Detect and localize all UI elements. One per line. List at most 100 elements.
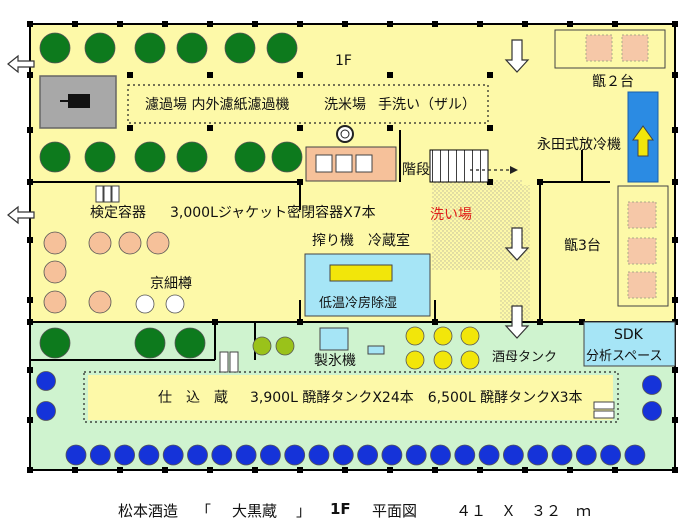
floor-label: 1F bbox=[335, 53, 352, 69]
wall-pillar-icon bbox=[27, 127, 33, 133]
tank-icon bbox=[454, 444, 476, 466]
tank-icon bbox=[118, 231, 142, 255]
sdk-area bbox=[583, 321, 676, 367]
tank-icon bbox=[43, 260, 67, 284]
tank-icon bbox=[187, 444, 208, 466]
trees bbox=[39, 32, 303, 359]
dotted-boundaries bbox=[83, 84, 619, 423]
kyo-taru-label: 京細樽 bbox=[150, 275, 192, 292]
tree-icon bbox=[134, 32, 166, 64]
filter-machine-unit bbox=[68, 94, 90, 108]
tank-icon bbox=[43, 231, 67, 255]
wall-pillar-icon bbox=[432, 467, 438, 473]
tree-icon bbox=[174, 327, 206, 359]
right-stack-1 bbox=[593, 401, 615, 410]
tank-icon bbox=[332, 444, 354, 466]
koshiki3-pot-3 bbox=[627, 271, 657, 299]
wall-pillar-icon bbox=[522, 21, 528, 27]
wall-pillar-icon bbox=[127, 72, 133, 78]
tank-icon bbox=[114, 444, 135, 466]
wall-pillar-icon bbox=[117, 21, 123, 27]
tank-icon bbox=[36, 371, 56, 391]
tree-icon bbox=[39, 327, 71, 359]
tank-icon bbox=[162, 444, 184, 466]
wall-pillar-icon bbox=[162, 21, 168, 27]
well-icon-inner bbox=[340, 129, 350, 139]
outer-wall bbox=[29, 23, 676, 471]
wall-pillar-icon bbox=[27, 467, 33, 473]
tank-icon bbox=[146, 231, 170, 255]
wall-pillar-icon bbox=[72, 467, 78, 473]
wall-pillar-icon bbox=[672, 72, 678, 78]
tank-icon bbox=[600, 444, 621, 466]
wall-pillar-icon bbox=[672, 417, 678, 423]
wall-pillar-icon bbox=[567, 21, 573, 27]
dehumid-label: 低温冷房除湿 bbox=[319, 295, 397, 311]
stair-equipment-cell-1 bbox=[315, 154, 333, 173]
tank-icon bbox=[43, 290, 67, 314]
wall-pillar-icon bbox=[297, 72, 303, 78]
wall-pillar-icon bbox=[487, 179, 493, 185]
tank-icon bbox=[284, 444, 306, 466]
koshiki3-label: 甑3台 bbox=[564, 238, 601, 254]
tank-icon bbox=[357, 444, 379, 466]
wall-pillar-icon bbox=[27, 367, 33, 373]
wall-pillar-icon bbox=[672, 127, 678, 133]
caption-bracket-open: 「 bbox=[196, 502, 212, 520]
tank-icon bbox=[551, 444, 573, 466]
inspection-box-3 bbox=[111, 185, 120, 203]
shubo-tank-label: 酒母タンク bbox=[492, 350, 557, 365]
tree-icon bbox=[224, 32, 256, 64]
caption-size: ４１ Ｘ ３２ ｍ bbox=[456, 502, 592, 520]
tree-icon bbox=[266, 32, 298, 64]
tank-icon bbox=[275, 336, 295, 356]
tree-icon bbox=[134, 141, 166, 173]
tank-icon bbox=[65, 444, 87, 466]
cooler-label: 永田式放冷機 bbox=[537, 137, 621, 153]
tank-icon bbox=[503, 444, 524, 466]
wall-pillar-icon bbox=[342, 467, 348, 473]
wall-pillar-icon bbox=[672, 467, 678, 473]
wall-pillar-icon bbox=[27, 21, 33, 27]
wall-pillar-icon bbox=[522, 467, 528, 473]
wall-pillar-icon bbox=[27, 237, 33, 243]
wall-pillar-icon bbox=[207, 125, 213, 131]
up-arrow-icon bbox=[632, 125, 654, 157]
tank-icon bbox=[211, 444, 233, 466]
filter-room-label: 濾過場 内外濾紙濾過機 bbox=[145, 97, 289, 113]
tank-icon bbox=[460, 326, 480, 346]
wall-pillar-icon bbox=[537, 179, 543, 185]
press-cold-label: 搾り機 冷蔵室 bbox=[312, 232, 410, 249]
wall-pillar-icon bbox=[297, 319, 303, 325]
ice-machine-label: 製氷機 bbox=[314, 353, 356, 369]
inspection-box-2 bbox=[103, 185, 112, 203]
tank-icon bbox=[575, 444, 597, 466]
koshiki3-pot-1 bbox=[627, 201, 657, 229]
washing-area-label: 洗い場 bbox=[430, 207, 472, 223]
stairs-label: 階段 bbox=[402, 162, 430, 178]
tank-icon bbox=[405, 326, 425, 346]
wall-pillar-icon bbox=[72, 21, 78, 27]
wall-pillar-icon bbox=[537, 319, 543, 325]
wall-pillar-icon bbox=[252, 467, 258, 473]
tree-icon bbox=[39, 141, 71, 173]
stair-equipment-cell-2 bbox=[335, 154, 353, 173]
tree-icon bbox=[176, 141, 208, 173]
equip-box-2 bbox=[229, 351, 239, 373]
tank-icon bbox=[433, 326, 453, 346]
tank-icon bbox=[252, 336, 272, 356]
tank-icon bbox=[88, 231, 112, 255]
wall-pillar-icon bbox=[297, 179, 303, 185]
wall-pillar-icon bbox=[342, 21, 348, 27]
tank-icon bbox=[88, 290, 112, 314]
wall-pillar-icon bbox=[567, 467, 573, 473]
wall-pillar-icon bbox=[117, 467, 123, 473]
hand-wash-label: 手洗い（ザル） bbox=[378, 97, 476, 113]
down-arrow-icon bbox=[504, 305, 530, 339]
tank-icon bbox=[642, 375, 662, 395]
interior-walls bbox=[30, 130, 675, 361]
wall-pillar-icon bbox=[612, 21, 618, 27]
sdk-label: SDK bbox=[614, 327, 644, 343]
right-stack-2 bbox=[593, 410, 615, 419]
brew-room-band bbox=[88, 375, 613, 420]
